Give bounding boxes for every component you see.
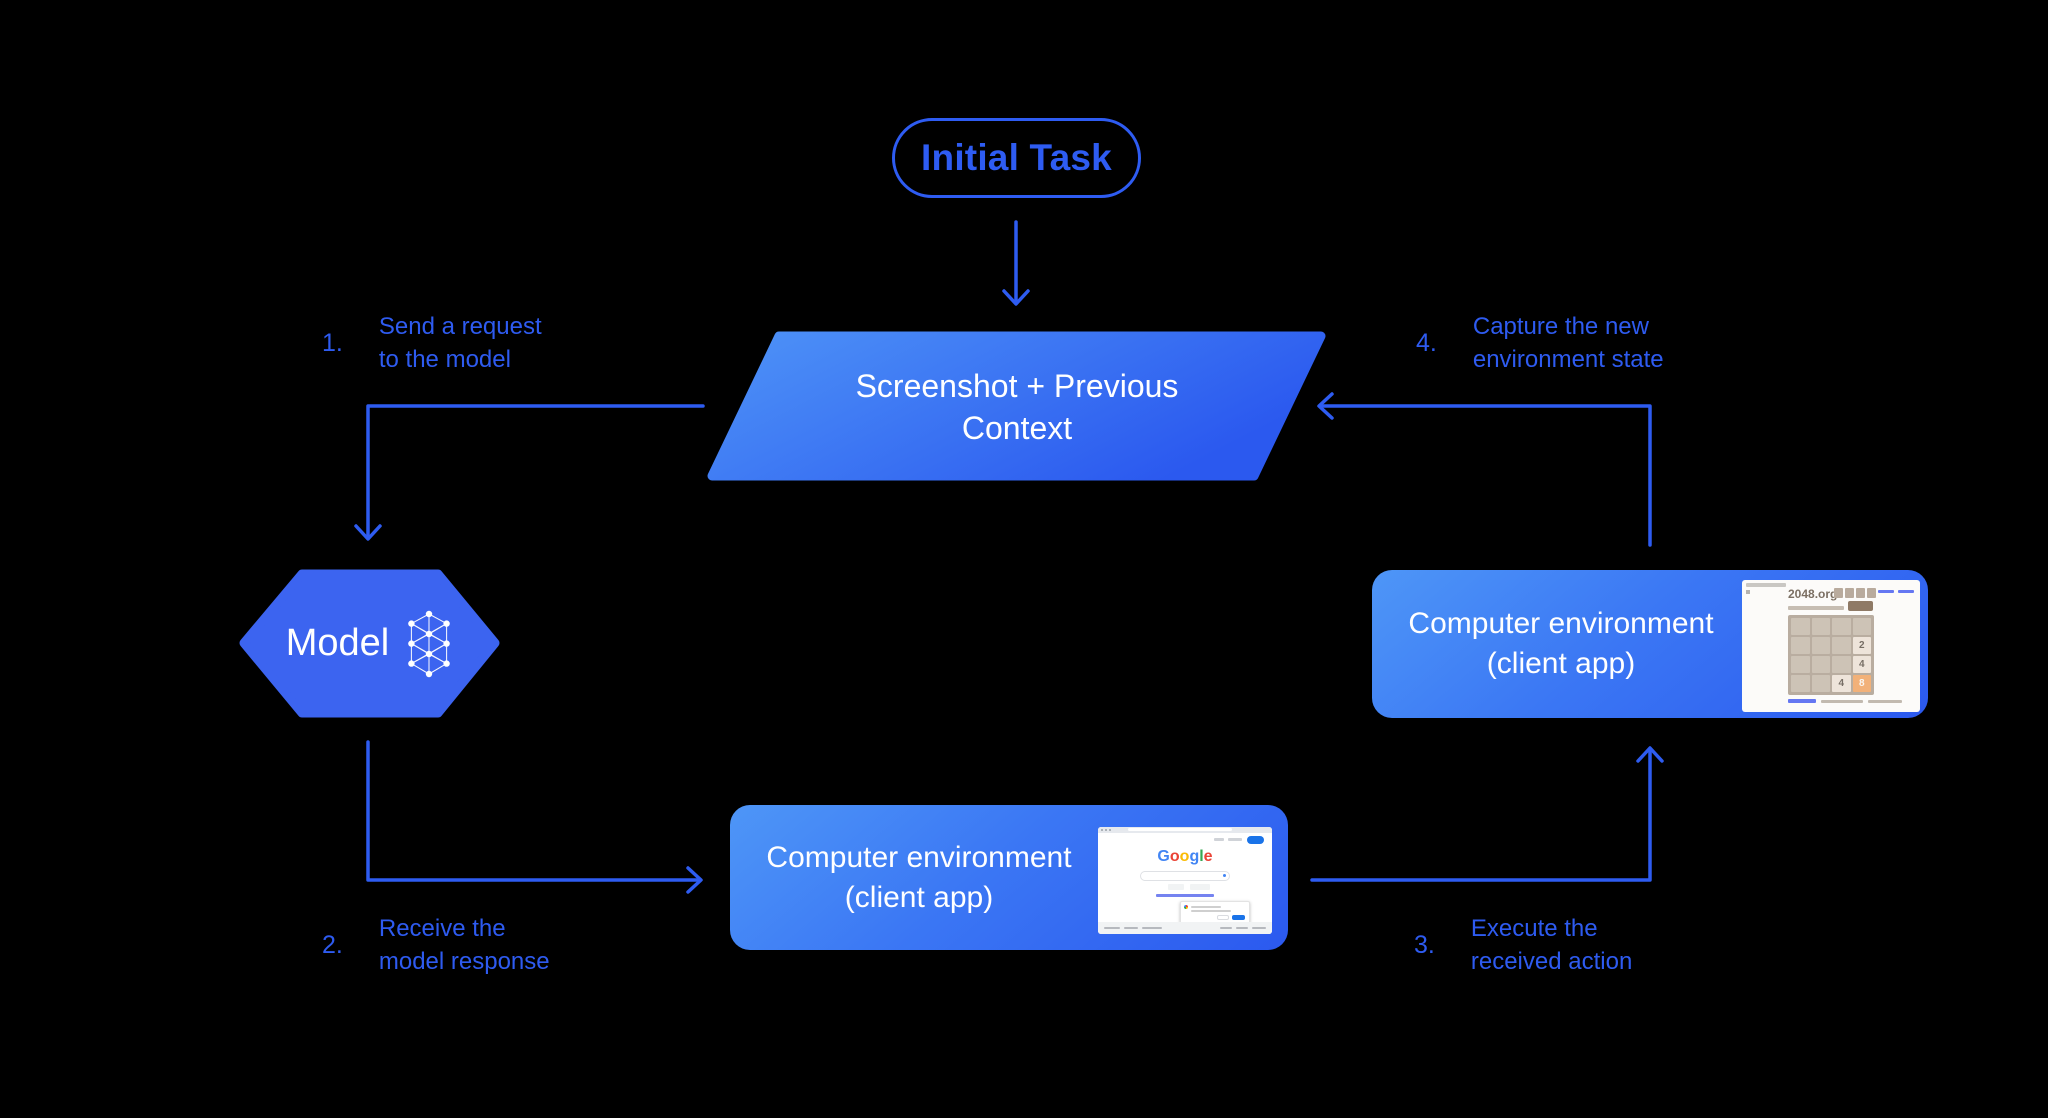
env-client-bottom-label: Computer environment (client app) bbox=[736, 805, 1102, 950]
step-3-text: Execute the received action bbox=[1470, 915, 1633, 975]
tile-4: 4 bbox=[1852, 656, 1871, 673]
step-4-text: Capture the new environment state bbox=[1472, 313, 1664, 373]
tile-2: 2 bbox=[1852, 637, 1871, 654]
window-dot bbox=[1101, 829, 1103, 831]
model-node: Model bbox=[240, 570, 499, 717]
offered-in-link bbox=[1156, 894, 1214, 897]
browser-chrome-bar bbox=[1098, 827, 1272, 833]
arrow-env-bottom-to-env-right bbox=[1310, 750, 1652, 882]
google-logo: Google bbox=[1157, 848, 1213, 865]
screenshot-context-node-label: Screenshot + Previous Context bbox=[766, 362, 1268, 452]
env-client-right-node: Computer environment (client app) 2048.o… bbox=[1372, 570, 1928, 718]
step-1-label: 1. Send a request to the model bbox=[322, 310, 542, 376]
window-dot bbox=[1109, 829, 1111, 831]
dialog-text bbox=[1191, 910, 1231, 912]
header-link bbox=[1898, 590, 1914, 593]
window-icon bbox=[1746, 590, 1750, 594]
env-bottom-line1: Computer environment bbox=[766, 840, 1072, 874]
tile-4: 4 bbox=[1832, 675, 1851, 692]
subtitle-text bbox=[1788, 606, 1844, 610]
arrowhead-down-model bbox=[354, 524, 382, 541]
step-4-label: 4. Capture the new environment state bbox=[1416, 310, 1664, 376]
google-homepage-thumbnail: Google bbox=[1098, 827, 1272, 934]
initial-task-node: Initial Task bbox=[892, 118, 1141, 198]
dialog-text bbox=[1191, 906, 1221, 908]
screenshot-context-parallelogram bbox=[707, 331, 1326, 481]
dialog-secondary-button bbox=[1217, 915, 1229, 920]
footer-text bbox=[1821, 700, 1863, 703]
initial-task-label: Initial Task bbox=[921, 137, 1112, 178]
arrow-screenshot-to-model bbox=[366, 404, 705, 538]
header-link bbox=[1878, 590, 1894, 593]
footer-text bbox=[1220, 927, 1232, 929]
footer-text bbox=[1252, 927, 1266, 929]
footer-text bbox=[1868, 700, 1902, 703]
step-2-label: 2. Receive the model response bbox=[322, 912, 550, 978]
window-titlebar-text bbox=[1746, 583, 1786, 587]
arrowhead-up-env-right bbox=[1636, 746, 1664, 763]
score-box bbox=[1845, 588, 1854, 598]
2048-site-title: 2048.org bbox=[1788, 587, 1838, 601]
google-search-button bbox=[1168, 884, 1184, 890]
model-label: Model bbox=[285, 622, 390, 664]
arrowhead-left-screenshot bbox=[1317, 392, 1334, 420]
arrowhead-right-env-bottom bbox=[686, 866, 703, 894]
footer-link bbox=[1788, 699, 1816, 703]
arrow-env-right-to-screenshot bbox=[1320, 404, 1652, 547]
score-box bbox=[1856, 588, 1865, 598]
dialog-icon bbox=[1184, 905, 1188, 909]
url-bar bbox=[1128, 828, 1232, 831]
arrow-model-to-env-bottom bbox=[366, 740, 700, 882]
2048-grid: 2 4 4 8 bbox=[1788, 615, 1874, 695]
model-hexagon bbox=[239, 569, 500, 718]
env-client-bottom-node: Computer environment (client app) Google bbox=[730, 805, 1288, 950]
step-4-number: 4. bbox=[1416, 328, 1437, 357]
step-3-label: 3. Execute the received action bbox=[1414, 912, 1632, 978]
screenshot-context-line1: Screenshot + Previous bbox=[855, 368, 1179, 404]
page-footer bbox=[1098, 922, 1272, 934]
search-bar bbox=[1140, 871, 1230, 881]
2048-game-thumbnail: 2048.org 2 4 4 8 bbox=[1742, 580, 1920, 712]
feeling-lucky-button bbox=[1190, 884, 1210, 890]
step-2-number: 2. bbox=[322, 930, 343, 959]
screenshot-context-line2: Context bbox=[961, 410, 1073, 446]
neural-network-icon bbox=[408, 610, 451, 677]
env-bottom-line2: (client app) bbox=[844, 880, 994, 914]
header-text bbox=[1228, 838, 1242, 841]
footer-text bbox=[1142, 927, 1162, 929]
window-dot bbox=[1105, 829, 1107, 831]
env-client-right-label: Computer environment (client app) bbox=[1378, 570, 1744, 718]
step-1-number: 1. bbox=[322, 328, 343, 357]
header-text bbox=[1214, 838, 1224, 841]
step-2-text: Receive the model response bbox=[378, 915, 550, 975]
mic-icon bbox=[1223, 874, 1226, 877]
footer-text bbox=[1236, 927, 1248, 929]
env-right-line2: (client app) bbox=[1486, 647, 1636, 680]
score-box bbox=[1834, 588, 1843, 598]
env-right-line1: Computer environment bbox=[1408, 607, 1714, 640]
arrowhead-down-initialtask bbox=[1002, 289, 1030, 306]
sign-in-button bbox=[1247, 836, 1264, 844]
consent-dialog bbox=[1180, 901, 1250, 924]
tile-8: 8 bbox=[1852, 675, 1871, 692]
footer-text bbox=[1124, 927, 1138, 929]
dialog-primary-button bbox=[1232, 915, 1245, 920]
new-game-button bbox=[1848, 601, 1873, 611]
score-box bbox=[1867, 588, 1876, 598]
footer-text bbox=[1104, 927, 1120, 929]
step-1-text: Send a request to the model bbox=[378, 313, 542, 373]
step-3-number: 3. bbox=[1414, 930, 1435, 959]
